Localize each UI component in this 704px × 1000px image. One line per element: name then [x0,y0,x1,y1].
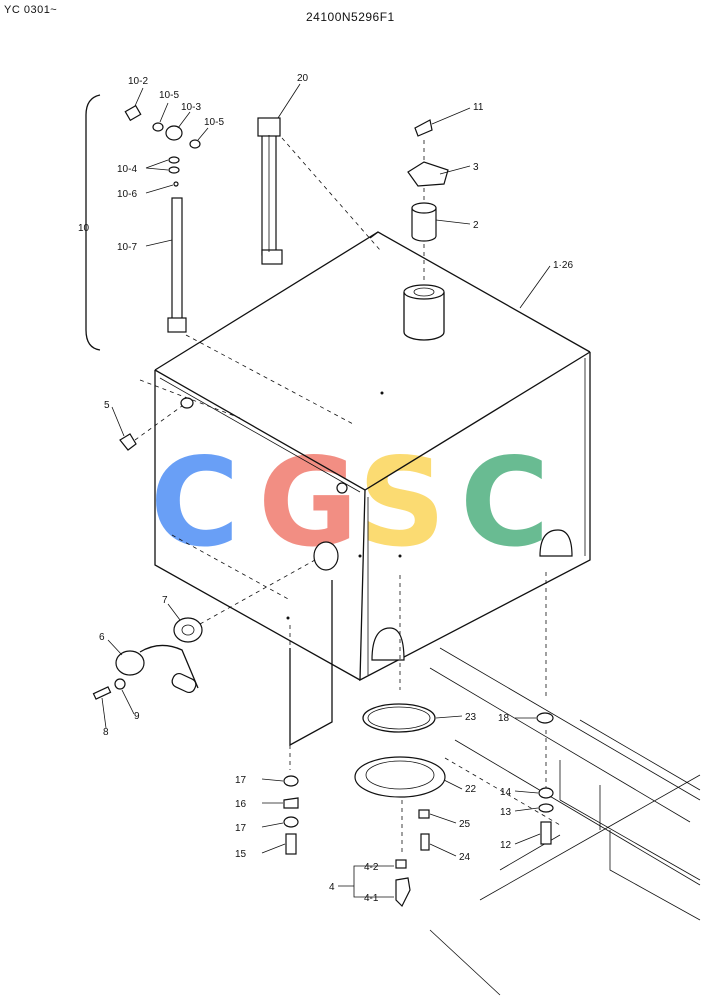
callout-14: 14 [500,787,512,798]
callout-9: 9 [134,711,140,722]
plug-5 [119,433,137,451]
callout-4: 4 [329,882,335,893]
plug-10-2 [124,104,142,122]
level-gauge-boss [180,397,194,409]
drain-boss-upper [336,482,348,494]
adapter-10-3 [165,125,183,141]
o-ring-10-4a [168,156,180,164]
level-gauge-assembly [85,94,356,426]
watermark-letter-c2: C [460,432,550,574]
callout-10-5a: 10-5 [159,90,179,101]
callout-10-5b: 10-5 [204,117,224,128]
callout-15: 15 [235,849,247,860]
sender-unit-6 [115,650,145,676]
callout-20: 20 [297,73,309,84]
level-gauge-bottom [261,249,283,265]
washer-17b [283,816,299,828]
bolt-15 [285,833,297,855]
o-ring-10-5a [152,122,164,132]
frame-lines [429,647,701,996]
washer-14 [538,787,554,799]
callout-11: 11 [473,102,484,113]
watermark-letter-c1: C [150,432,240,574]
fuel-tank-body [154,231,591,682]
callout-17a: 17 [235,775,247,786]
o-ring-10-5b [189,139,201,149]
bottom-cover-22 [354,756,446,798]
gasket-7 [173,617,203,643]
callout-17b: 17 [235,823,247,834]
drain-cock-4-1 [395,877,411,908]
callout-6: 6 [99,632,105,643]
callout-24: 24 [459,852,471,863]
callout-7: 7 [162,595,168,606]
callout-12: 12 [500,840,512,851]
callout-5: 5 [104,400,110,411]
ball-10-6 [173,181,179,187]
screw-8 [92,686,112,700]
washer-13 [538,803,554,813]
callout-16: 16 [235,799,247,810]
rubber-18 [536,712,554,724]
bottom-cover-group [354,575,446,908]
callout-labels: 10-2 10-5 10-3 10-5 10-4 10-6 10-7 10 20… [78,73,573,904]
pipe-10-7-foot [167,317,187,333]
plate-16 [283,797,299,809]
strainer-2 [411,208,437,242]
pipe-10-7 [171,197,183,321]
callout-10: 10 [78,223,90,234]
callout-2: 2 [473,220,479,231]
fuel-sender-group [92,405,316,700]
callout-10-6: 10-6 [117,189,137,200]
callout-1-26: 1·26 [553,260,573,271]
o-ring-10-4b [168,166,180,174]
gasket-4-2 [395,859,407,869]
callout-10-2: 10-2 [128,76,148,87]
leader-lines [101,83,551,898]
serial-range-label: YC 0301~ [4,4,58,16]
bottom-cover-mount [371,627,405,661]
callout-10-3: 10-3 [181,102,201,113]
strainer-2-rim [411,202,437,214]
callout-25: 25 [459,819,471,830]
watermark-letter-g: G [258,432,358,574]
callout-23: 23 [465,712,477,723]
left-mount-hardware [283,580,333,855]
rear-mount-bracket [539,529,573,557]
level-gauge-20 [257,117,381,265]
sender-float [171,672,197,694]
washer-17a [283,775,299,787]
callout-8: 8 [103,727,109,738]
callout-10-4: 10-4 [117,164,137,175]
o-ring-23 [362,703,436,733]
sender-boss [313,541,339,571]
washer-9 [114,678,126,690]
callout-22: 22 [465,784,477,795]
level-gauge-top [257,117,281,137]
bolt-24 [420,833,430,851]
callout-4-1: 4-1 [364,893,379,904]
key-11 [414,119,433,137]
bracket-10 [85,94,101,351]
callout-13: 13 [500,807,512,818]
callout-10-7: 10-7 [117,242,137,253]
bolt-12 [540,821,552,845]
callout-3: 3 [473,162,479,173]
part-number-title: 24100N5296F1 [306,10,395,24]
callout-4-2: 4-2 [364,862,379,873]
filler-cap-3 [407,161,449,187]
filler-cap-group [407,119,449,284]
callout-18: 18 [498,713,510,724]
watermark: C G S C [150,432,550,574]
washer-25 [418,809,430,819]
right-mount-hardware [536,572,554,845]
watermark-letter-s: S [358,432,446,574]
